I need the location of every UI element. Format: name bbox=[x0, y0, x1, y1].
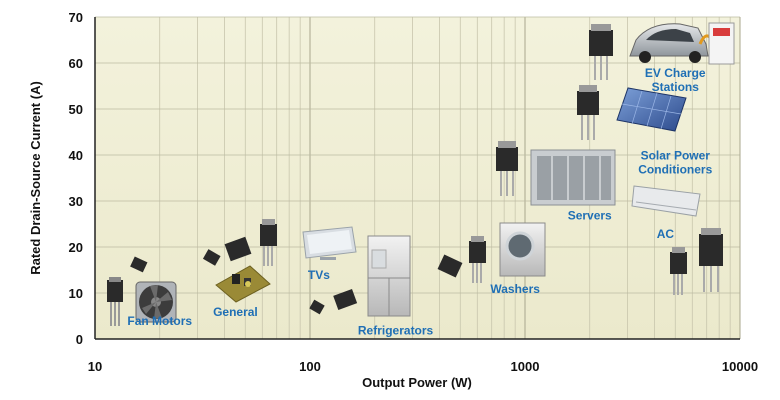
x-tick-label: 10 bbox=[88, 359, 102, 374]
dpak-transistor-icon bbox=[224, 236, 252, 262]
smd-transistor-icon bbox=[130, 256, 148, 273]
charging-station-icon bbox=[708, 22, 735, 65]
application-label: AC bbox=[657, 227, 675, 241]
solar-panel-icon bbox=[616, 87, 687, 132]
tv-icon bbox=[302, 226, 357, 260]
electric-car-icon bbox=[629, 23, 709, 63]
x-axis-title: Output Power (W) bbox=[362, 375, 472, 390]
washing-machine-icon bbox=[499, 222, 546, 277]
to220-transistor-icon bbox=[469, 236, 486, 283]
y-axis-title: Rated Drain-Source Current (A) bbox=[28, 81, 43, 275]
to247-transistor-icon bbox=[496, 141, 518, 196]
to220-transistor-icon bbox=[260, 219, 277, 266]
x-tick-label: 1000 bbox=[511, 359, 540, 374]
x-tick-label: 100 bbox=[299, 359, 321, 374]
circuit-board-icon bbox=[215, 265, 271, 303]
server-rack-icon bbox=[530, 149, 616, 206]
air-conditioner-icon bbox=[631, 185, 701, 217]
application-label: Fan Motors bbox=[127, 314, 192, 328]
y-tick-label: 30 bbox=[69, 194, 83, 209]
smd-transistor-icon bbox=[202, 249, 221, 266]
to247-transistor-icon bbox=[577, 85, 599, 140]
y-tick-label: 40 bbox=[69, 148, 83, 163]
to220-transistor-icon bbox=[107, 277, 123, 326]
dpak-transistor-icon bbox=[437, 254, 463, 278]
dpak-transistor-icon bbox=[333, 289, 358, 310]
application-label: Washers bbox=[490, 282, 540, 296]
y-tick-label: 60 bbox=[69, 56, 83, 71]
smd-transistor-icon bbox=[309, 299, 325, 315]
application-label: Servers bbox=[568, 208, 612, 222]
fan-icon bbox=[135, 281, 177, 323]
y-tick-label: 70 bbox=[69, 10, 83, 25]
axis-ticks: 10 100 1000 10000 0 10 20 30 40 50 60 70 bbox=[69, 10, 759, 374]
y-tick-label: 10 bbox=[69, 286, 83, 301]
y-tick-label: 50 bbox=[69, 102, 83, 117]
component-illustrations bbox=[107, 22, 735, 326]
x-tick-label: 10000 bbox=[722, 359, 758, 374]
application-label: Refrigerators bbox=[358, 323, 434, 337]
y-tick-label: 20 bbox=[69, 240, 83, 255]
to247-transistor-icon bbox=[589, 24, 613, 80]
grid bbox=[94, 16, 741, 340]
y-tick-label: 0 bbox=[76, 332, 83, 347]
refrigerator-icon bbox=[367, 235, 411, 317]
to247-transistor-icon bbox=[699, 228, 723, 292]
application-label: General bbox=[213, 305, 258, 319]
plot-area bbox=[95, 17, 740, 339]
to220-transistor-icon bbox=[670, 247, 687, 295]
application-label: TVs bbox=[308, 268, 330, 282]
